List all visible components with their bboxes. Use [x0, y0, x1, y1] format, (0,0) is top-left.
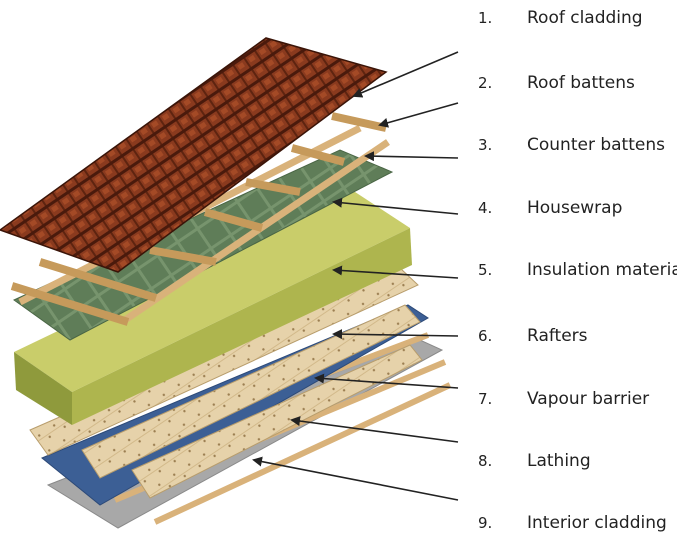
roof-batten — [149, 246, 217, 266]
roof-cladding-layer — [0, 37, 388, 273]
roof-batten — [10, 282, 130, 326]
callout-arrows — [252, 51, 459, 501]
insulation-top — [14, 190, 410, 392]
arrow-vapour-barrier — [314, 373, 459, 389]
counter-batten — [120, 139, 390, 325]
roof-batten — [290, 144, 346, 166]
arrow-counter-battens — [364, 151, 459, 162]
roof-batten — [38, 258, 158, 302]
roof-batten — [203, 208, 264, 232]
arrow-interior-cladding — [252, 456, 459, 501]
lathing-strip — [153, 382, 452, 525]
insulation-side — [14, 352, 72, 425]
arrow-insulation — [332, 265, 459, 279]
arrow-housewrap — [332, 197, 459, 215]
rafter-board — [81, 304, 421, 479]
arrow-lathing — [290, 416, 459, 443]
arrow-rafters — [332, 329, 459, 340]
insulation-front — [72, 228, 412, 425]
housewrap-layer — [13, 149, 394, 341]
roof-batten — [331, 112, 387, 132]
rafter-board — [131, 344, 423, 499]
roof-batten — [245, 178, 301, 196]
arrow-roof-cladding — [352, 51, 459, 98]
arrow-roof-battens — [378, 102, 459, 128]
